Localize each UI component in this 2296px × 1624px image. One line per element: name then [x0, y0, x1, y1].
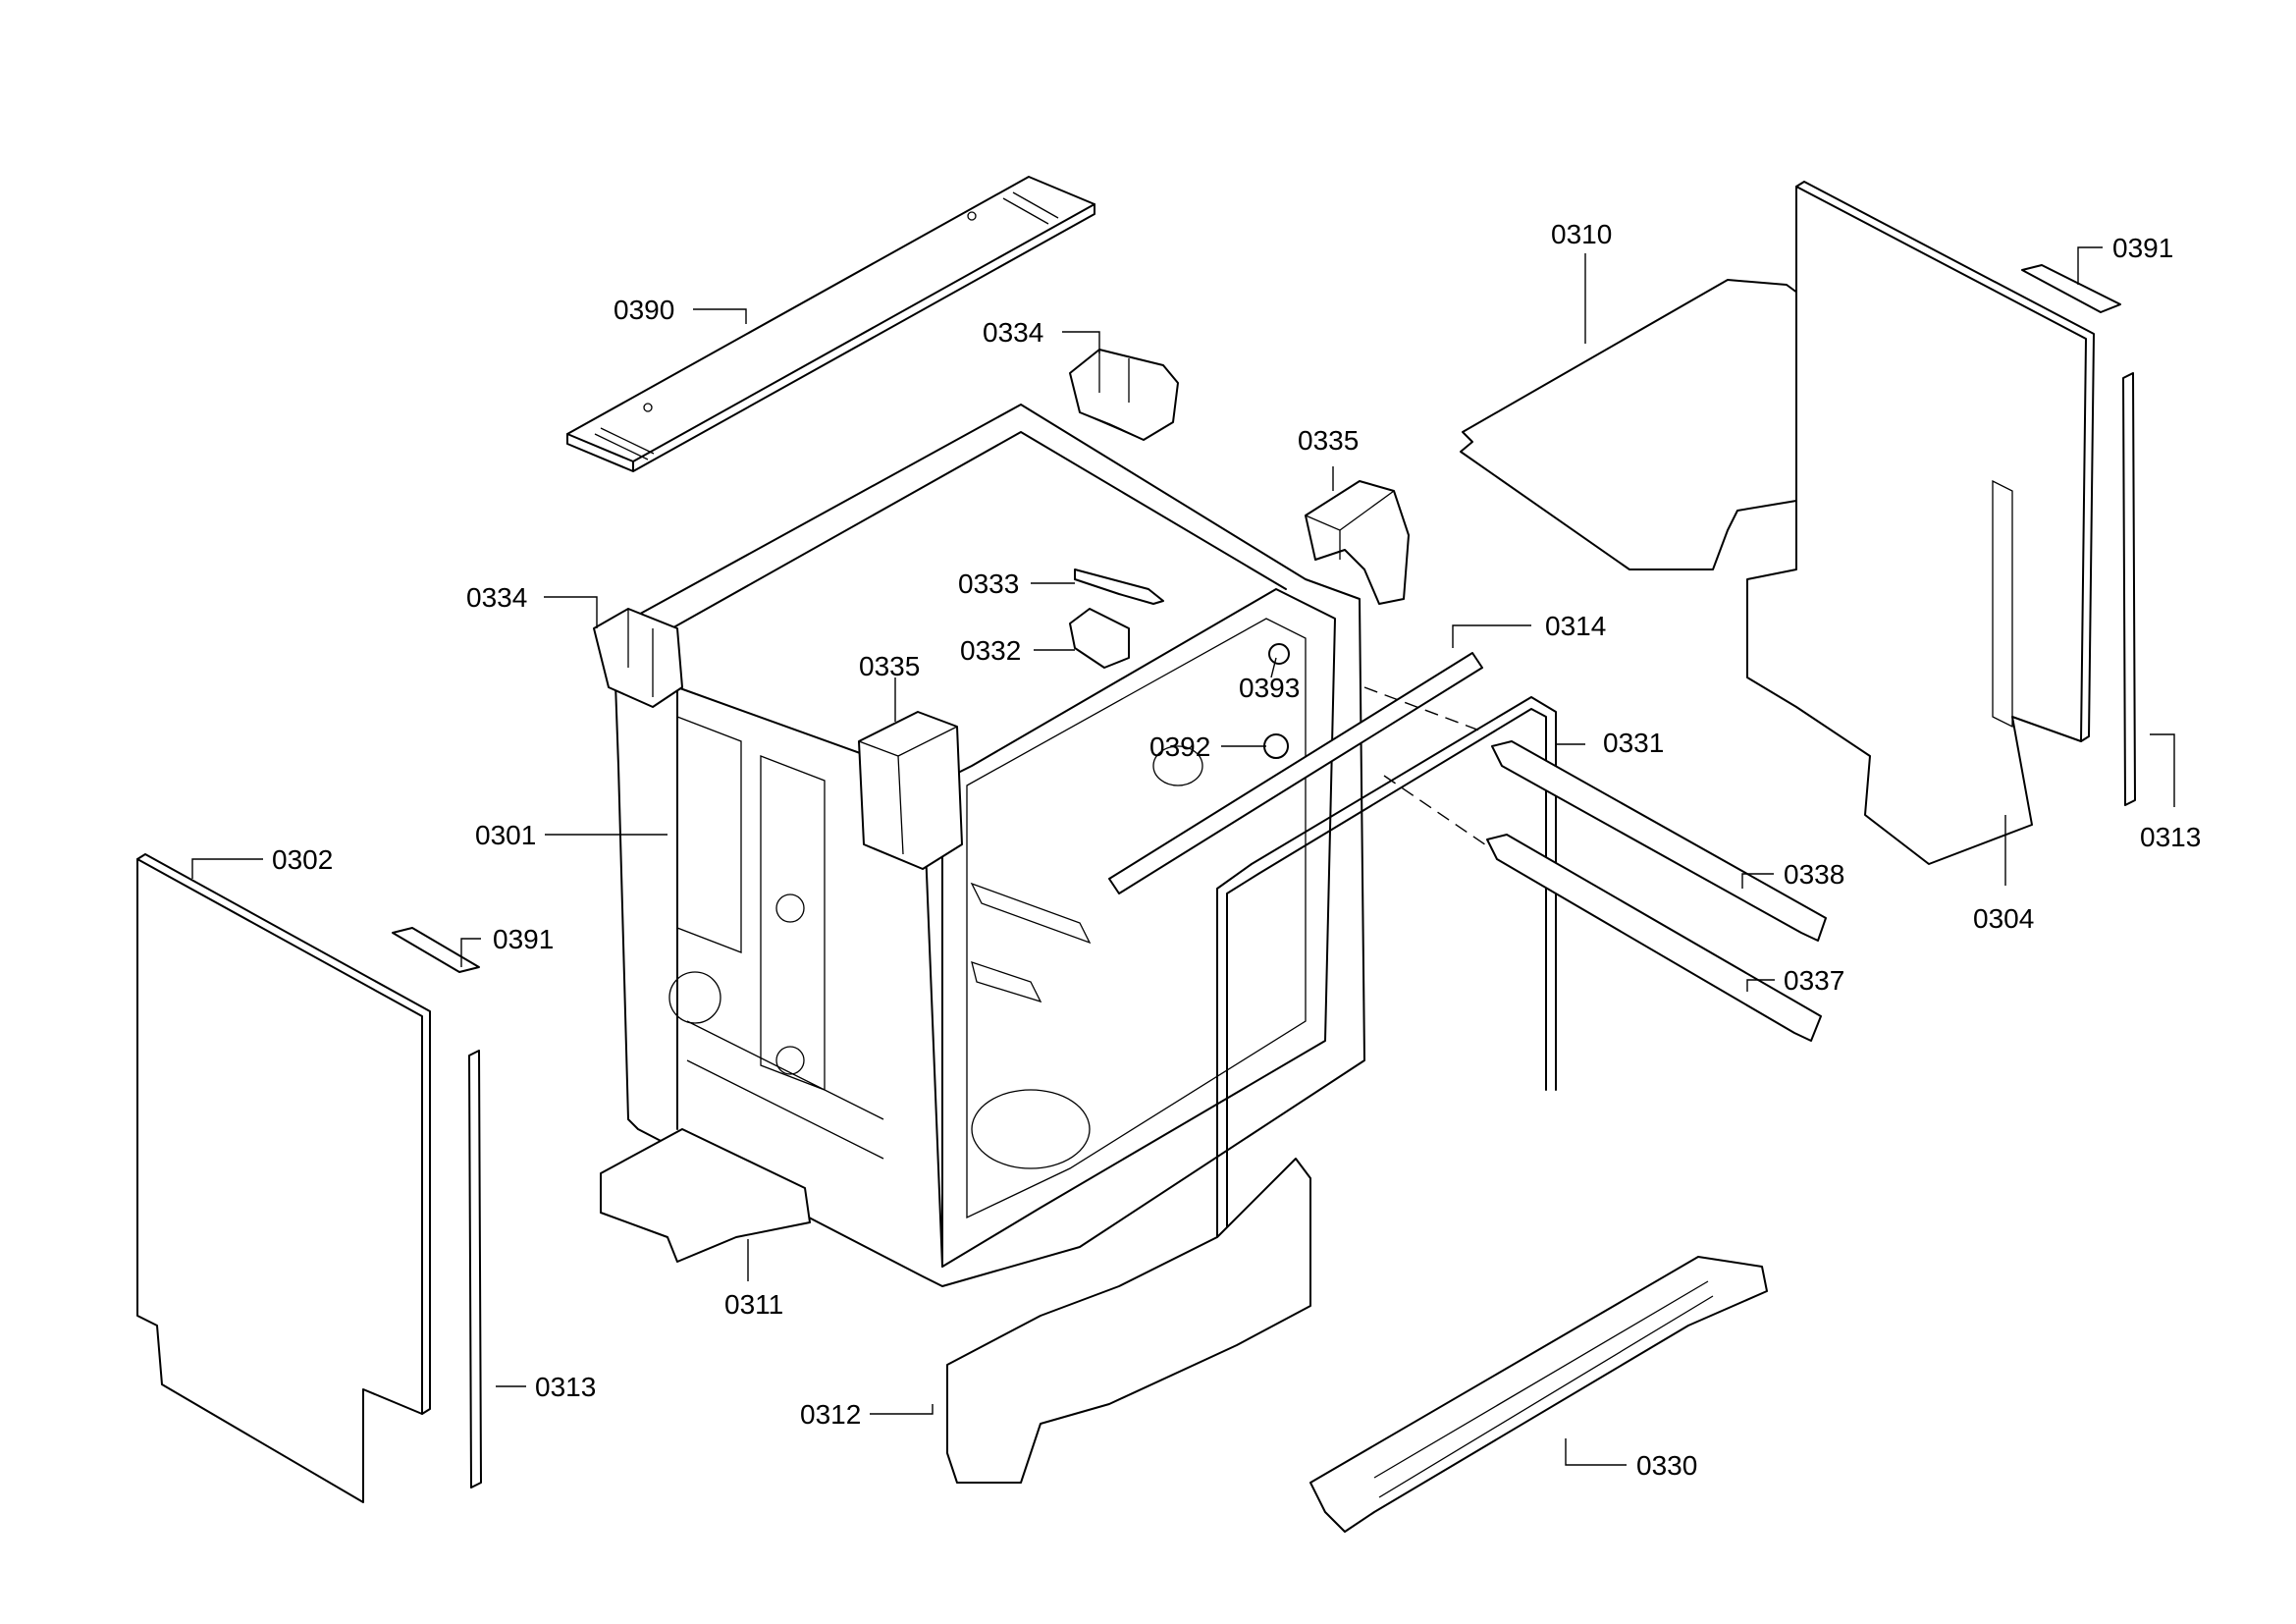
- part-0313-strip-right: [2122, 372, 2136, 806]
- label-0313-left: 0313: [535, 1372, 596, 1402]
- part-0335-block-right: [1305, 480, 1410, 605]
- label-0304: 0304: [1973, 903, 2034, 934]
- label-0301: 0301: [475, 820, 536, 850]
- part-0314-strip: [1108, 652, 1483, 894]
- part-0334-bracket-top: [1069, 349, 1179, 441]
- label-0338: 0338: [1784, 859, 1844, 890]
- part-0334-bracket-left: [593, 608, 683, 708]
- label-0335-left: 0335: [859, 651, 920, 681]
- label-0391-left: 0391: [493, 924, 554, 954]
- part-0393: [1268, 643, 1290, 665]
- label-0331: 0331: [1603, 728, 1664, 758]
- part-0313-strip-left: [468, 1050, 482, 1489]
- part-top-cover-plate: [566, 176, 1095, 472]
- part-0391-clip-right: [2021, 264, 2121, 313]
- part-0312-block: [946, 1158, 1311, 1484]
- label-0311: 0311: [724, 1289, 783, 1320]
- label-0392: 0392: [1149, 731, 1210, 762]
- label-0335-right: 0335: [1298, 425, 1359, 456]
- label-0313-right: 0313: [2140, 822, 2201, 852]
- label-0390: 0390: [614, 295, 674, 325]
- label-0337: 0337: [1784, 965, 1844, 996]
- label-0334-top: 0334: [983, 317, 1043, 348]
- part-0302-side-panel-left: [136, 853, 431, 1503]
- label-0314: 0314: [1545, 611, 1606, 641]
- label-0330: 0330: [1636, 1450, 1697, 1481]
- part-0333: [1074, 568, 1164, 605]
- part-0332: [1069, 608, 1130, 669]
- label-0332: 0332: [960, 635, 1021, 666]
- leader-lines: [191, 246, 2175, 1466]
- label-0312: 0312: [800, 1399, 861, 1430]
- part-0391-clip-left: [392, 927, 480, 973]
- part-0335-block-left: [858, 711, 963, 870]
- label-0310: 0310: [1551, 219, 1612, 249]
- part-0304-side-panel-right: [1746, 181, 2095, 865]
- label-0302: 0302: [272, 844, 333, 875]
- part-0330-plinth: [1309, 1256, 1768, 1533]
- label-0391-right: 0391: [2112, 233, 2173, 263]
- part-0338-rail: [1491, 740, 1827, 942]
- part-0392: [1263, 733, 1289, 759]
- part-0311-block: [600, 1128, 811, 1263]
- part-labels: 0390 0334 0334 0335 0335 0333 0332 0393 …: [272, 219, 2201, 1481]
- label-0393: 0393: [1239, 673, 1300, 703]
- label-0333: 0333: [958, 568, 1019, 599]
- label-0334-left: 0334: [466, 582, 527, 613]
- part-0337-rail: [1486, 834, 1822, 1042]
